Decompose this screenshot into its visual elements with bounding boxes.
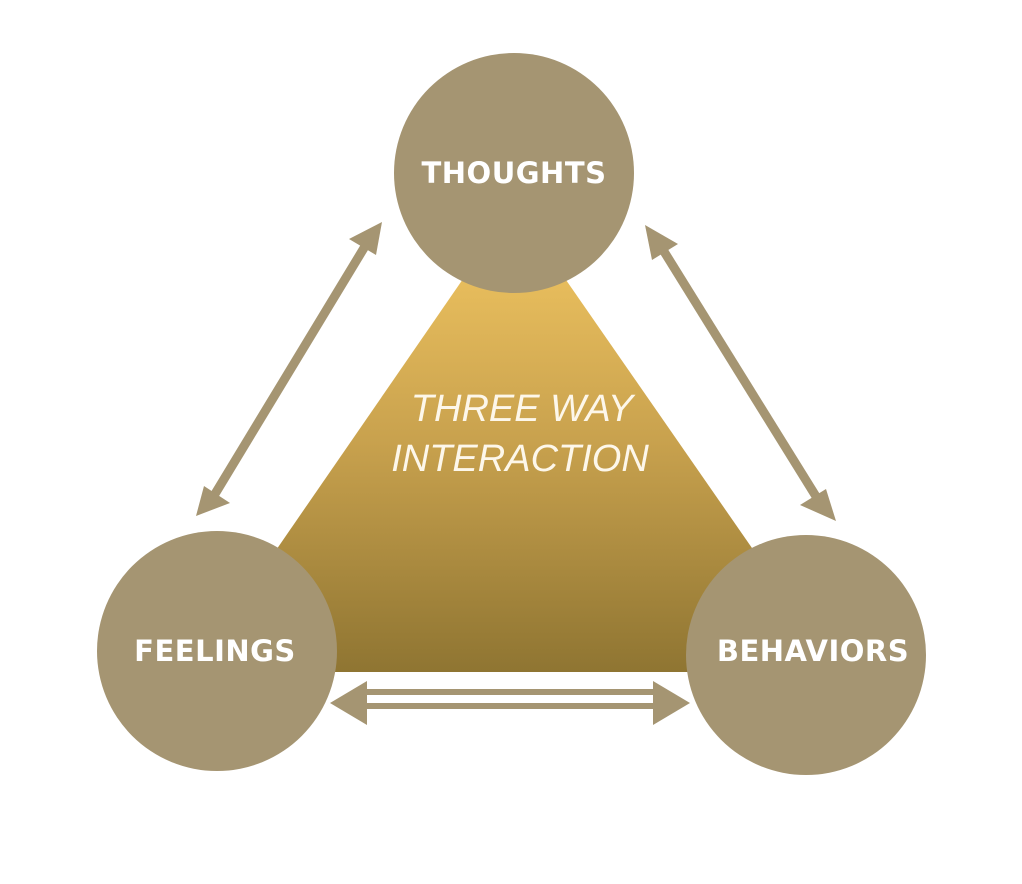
center-triangle bbox=[192, 205, 838, 672]
arrow-feelings-behaviors bbox=[330, 681, 690, 725]
arrow-thoughts-behaviors bbox=[645, 225, 836, 521]
node-behaviors: BEHAVIORS bbox=[686, 535, 926, 775]
arrow-thoughts-feelings bbox=[196, 222, 382, 516]
node-feelings: FEELINGS bbox=[97, 531, 337, 771]
feelings-label: FEELINGS bbox=[134, 634, 296, 668]
behaviors-label: BEHAVIORS bbox=[717, 634, 909, 668]
center-label-line1: THREE WAY bbox=[411, 388, 636, 430]
center-label-line2: INTERACTION bbox=[391, 438, 649, 480]
thoughts-label: THOUGHTS bbox=[422, 156, 607, 190]
node-thoughts: THOUGHTS bbox=[394, 53, 634, 293]
